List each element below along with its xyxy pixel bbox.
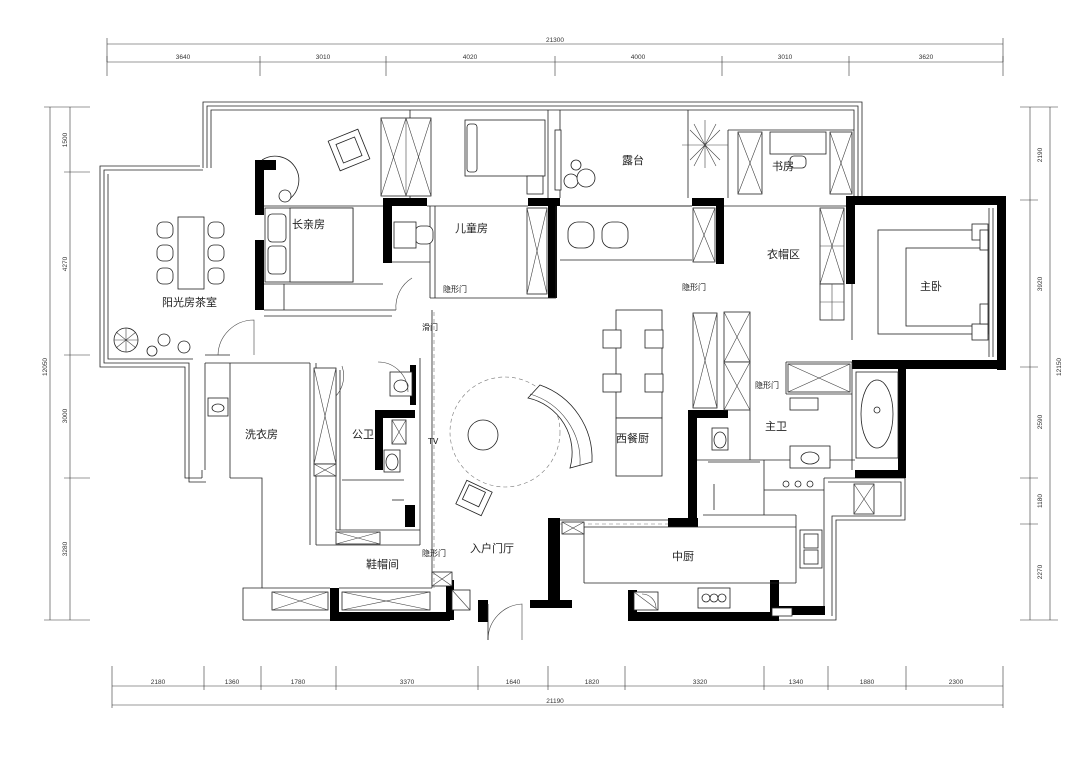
dining-table <box>602 309 664 477</box>
dim-bottom-2: 1360 <box>225 679 240 686</box>
dim-bottom-8: 1340 <box>789 679 804 686</box>
wardrobe-kids-side <box>526 207 548 295</box>
bed-master <box>877 223 989 341</box>
toilet-icon-master-bath <box>708 427 760 510</box>
walls <box>255 160 1006 622</box>
wardrobe-study <box>737 131 853 195</box>
wardrobe-shoe-room <box>271 483 875 611</box>
bed-elder-room <box>264 207 354 283</box>
wardrobe-public-bath <box>313 367 407 477</box>
label-hidden-door-bath: 隐形门 <box>755 380 779 390</box>
dim-top-3: 4020 <box>463 54 478 61</box>
plant-icon-sunroom <box>113 327 191 357</box>
room-label-terrace: 露台 <box>622 153 644 167</box>
dim-top-total: 21300 <box>546 37 564 44</box>
dim-bottom-total: 21190 <box>546 698 564 705</box>
top-dimension-lines: 21300 3640 3010 4020 4000 3010 3620 <box>106 37 1004 76</box>
room-label-public-bath: 公卫 <box>352 428 374 441</box>
dim-right-3: 2590 <box>1037 414 1044 429</box>
label-sliding-door: 滑门 <box>422 322 438 332</box>
sink-icon-public-bath <box>389 371 413 397</box>
room-label-master-bedroom: 主卧 <box>920 280 942 293</box>
left-dimension-lines: 12050 1500 4270 3000 3280 <box>42 106 90 621</box>
dim-right-1: 2190 <box>1037 147 1044 162</box>
label-hidden-door-cloak: 隐形门 <box>682 282 706 292</box>
wardrobe-kids-top <box>380 117 432 197</box>
room-label-entrance-hall: 入户门厅 <box>470 541 514 555</box>
wardrobe-terrace-right <box>692 207 716 263</box>
dim-bottom-10: 2300 <box>949 679 964 686</box>
dim-bottom-5: 1640 <box>506 679 521 686</box>
room-label-shoe-room: 鞋帽间 <box>366 557 399 571</box>
room-label-sunroom: 阳光房茶室 <box>162 295 217 309</box>
room-label-laundry: 洗衣房 <box>245 427 278 441</box>
dim-bottom-9: 1880 <box>860 679 875 686</box>
room-label-master-bath: 主卫 <box>765 420 787 433</box>
plant-icon-terrace <box>563 120 728 189</box>
dim-top-4: 4000 <box>631 54 646 61</box>
room-label-western-kitchen: 西餐厨 <box>616 431 649 445</box>
door-arcs <box>217 277 657 641</box>
label-hidden-door-shoe: 隐形门 <box>422 548 446 558</box>
room-labels: 阳光房茶室 长亲房 儿童房 露台 书房 衣帽区 主卧 洗衣房 公卫 主卫 西餐厨… <box>162 153 942 571</box>
interior-lines <box>204 101 994 606</box>
dim-left-2: 4270 <box>62 256 69 271</box>
kitchen-sink-icon <box>771 480 823 617</box>
round-lounge <box>449 376 593 517</box>
dim-left-1: 1500 <box>62 132 69 147</box>
room-label-study: 书房 <box>772 160 794 173</box>
dim-top-5: 3010 <box>778 54 793 61</box>
tea-table <box>156 216 225 290</box>
sink-icon-master-bath <box>789 397 831 469</box>
bathtub-master <box>855 371 899 459</box>
armchair-balcony <box>261 128 371 203</box>
lounge-chairs <box>560 205 692 249</box>
room-label-kids-room: 儿童房 <box>455 221 488 235</box>
wardrobe-cloakroom <box>819 207 845 321</box>
dim-top-1: 3640 <box>176 54 191 61</box>
outer-boundary <box>99 101 906 621</box>
toilet-icon-public-bath <box>342 449 404 501</box>
desk-study <box>769 131 827 169</box>
dim-right-4: 1180 <box>1037 494 1044 508</box>
label-hidden-door-kids: 隐形门 <box>443 284 467 294</box>
dim-right-total: 12150 <box>1056 358 1063 376</box>
dim-top-2: 3010 <box>316 54 331 61</box>
room-label-chinese-kitchen: 中厨 <box>672 550 694 563</box>
dim-right-2: 3920 <box>1037 276 1044 291</box>
stove-icon <box>697 587 731 609</box>
room-label-cloakroom: 衣帽区 <box>767 247 800 261</box>
dim-bottom-4: 3370 <box>400 679 415 686</box>
dim-left-total: 12050 <box>42 358 49 376</box>
dim-bottom-1: 2180 <box>151 679 166 686</box>
dim-right-5: 2270 <box>1037 564 1044 579</box>
furniture <box>113 119 989 641</box>
dim-bottom-6: 1820 <box>585 679 600 686</box>
wardrobes <box>271 117 875 611</box>
wardrobe-master-bath <box>787 363 851 393</box>
sink-icon-laundry <box>207 397 229 417</box>
room-label-elder-room: 长亲房 <box>292 217 325 231</box>
dim-bottom-3: 1780 <box>291 679 306 686</box>
dim-left-4: 3280 <box>62 541 69 556</box>
bottom-dimension-lines: 2180 1360 1780 3370 1640 1820 3320 1340 … <box>111 666 1004 708</box>
right-dimension-lines: 12150 2190 3920 2590 1180 2270 <box>1020 106 1063 621</box>
dim-left-3: 3000 <box>62 408 69 423</box>
label-tv: TV <box>427 437 439 446</box>
dim-bottom-7: 3320 <box>693 679 708 686</box>
dim-top-6: 3620 <box>919 54 934 61</box>
wardrobe-dining <box>692 311 751 411</box>
bed-kids-room <box>393 119 562 249</box>
